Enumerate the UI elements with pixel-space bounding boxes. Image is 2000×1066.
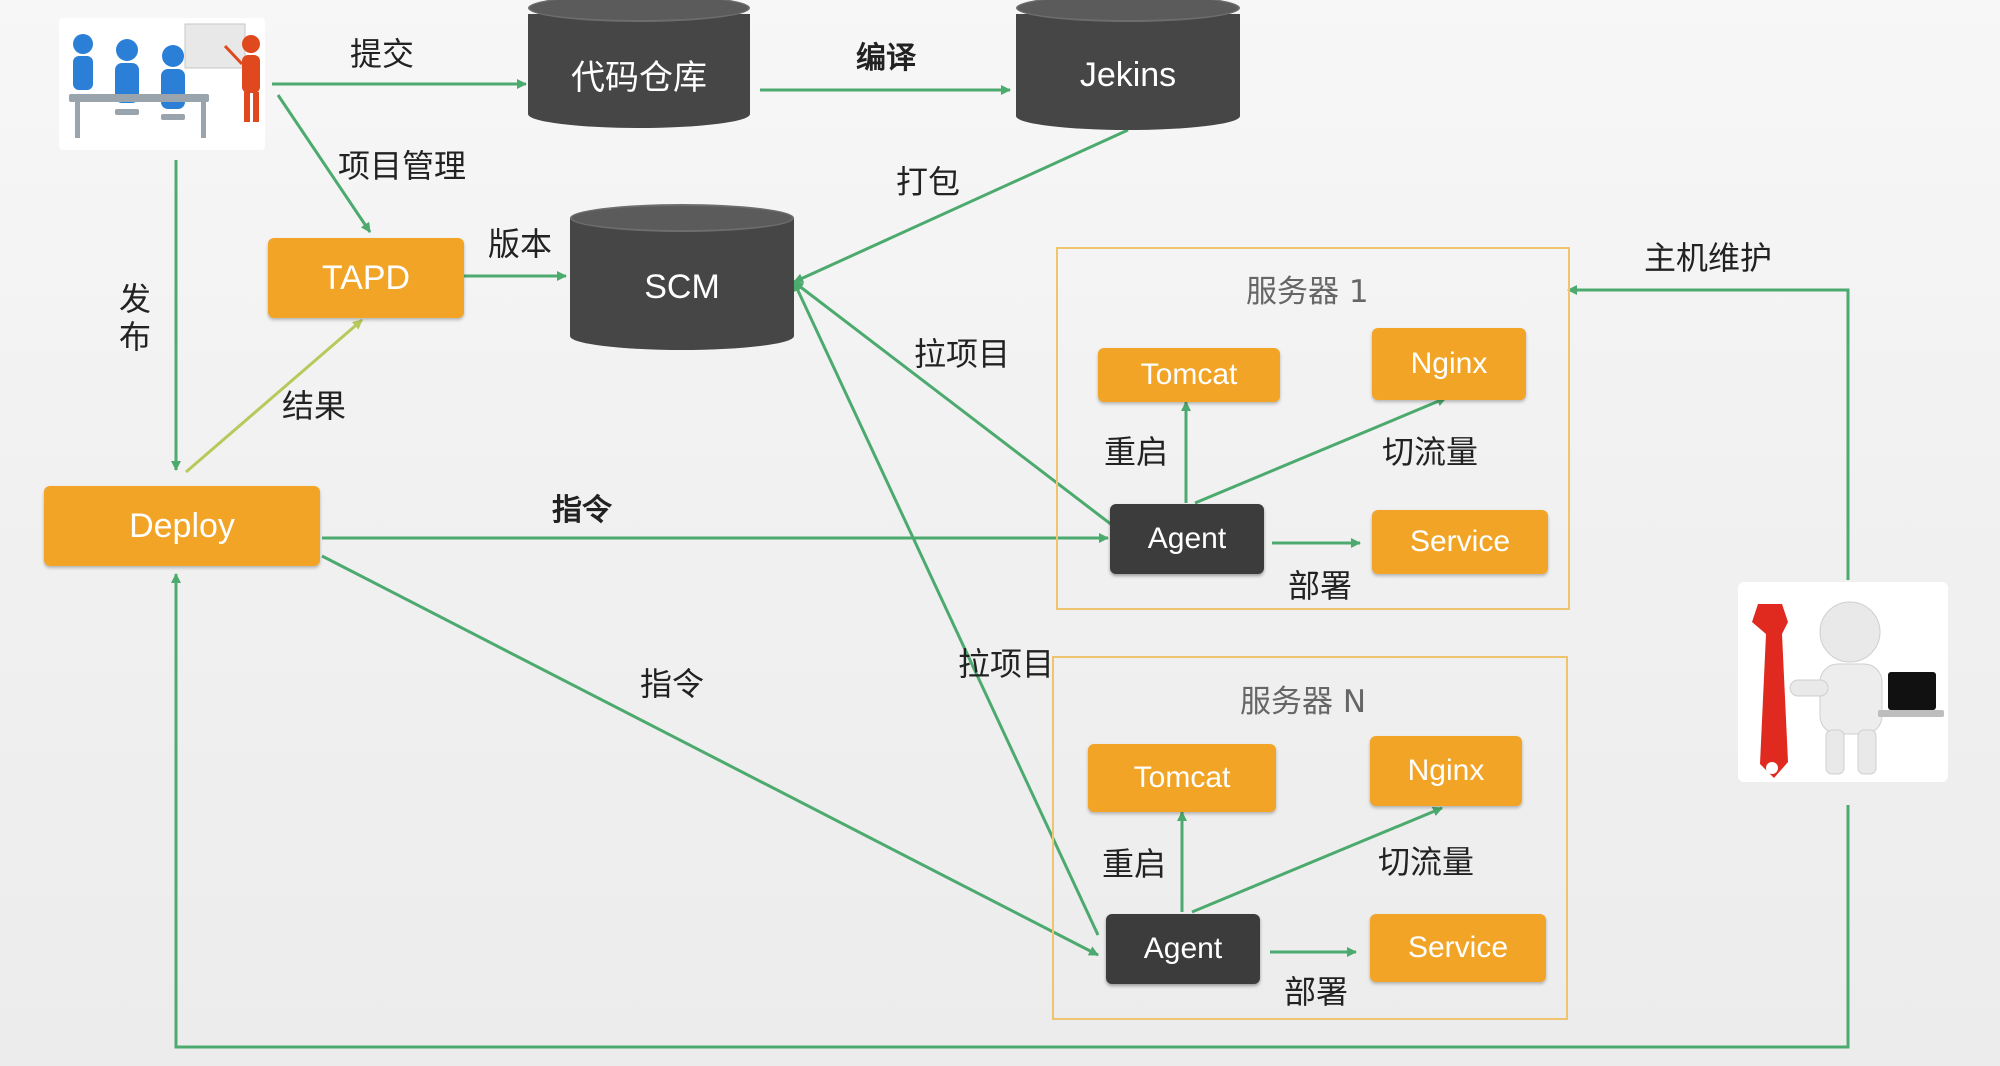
server-1-service: Service (1372, 510, 1548, 574)
maintenance-robot-icon (1738, 582, 1948, 782)
package-label: 打包 (896, 163, 961, 201)
command-label-1: 指令 (552, 493, 612, 528)
publish-label: 发布 (118, 280, 151, 356)
server-1-switch-label: 切流量 (1382, 433, 1479, 471)
server-1-deploy-label: 部署 (1288, 567, 1353, 605)
edge-pull1 (793, 280, 1113, 527)
server-n-nginx: Nginx (1370, 736, 1522, 806)
server-1-restart-label: 重启 (1104, 433, 1169, 471)
repo-cylinder: 代码仓库 (528, 0, 750, 128)
pull-label-2: 拉项目 (958, 645, 1055, 683)
edge-feedback-loop (171, 573, 1850, 1049)
version-label: 版本 (488, 225, 553, 263)
server-n-agent: Agent (1106, 914, 1260, 984)
compile-label: 编译 (856, 41, 916, 76)
sn-edge-switch (1191, 806, 1443, 914)
tapd-box: TAPD (268, 238, 464, 318)
server-1-title: 服务器 1 (1246, 274, 1369, 310)
pull-label-1: 拉项目 (914, 335, 1011, 373)
server-n-frame (1052, 656, 1568, 1020)
s1-edge-switch (1194, 396, 1447, 505)
jenkins-cylinder: Jekins (1016, 0, 1240, 130)
server-1-frame (1056, 247, 1570, 610)
scm-label: SCM (644, 267, 720, 306)
server-1-nginx: Nginx (1372, 328, 1526, 400)
server-n-deploy-label: 部署 (1284, 973, 1349, 1011)
server-1-tomcat: Tomcat (1098, 348, 1280, 402)
server-n-service: Service (1370, 914, 1546, 982)
project-mgmt-label: 项目管理 (338, 147, 467, 185)
team-meeting-icon (59, 18, 265, 150)
edge-project-mgmt (276, 94, 372, 233)
server-n-title: 服务器 N (1240, 684, 1367, 720)
deploy-box: Deploy (44, 486, 320, 566)
scm-cylinder: SCM (570, 204, 794, 350)
submit-label: 提交 (350, 35, 415, 73)
server-n-switch-label: 切流量 (1378, 843, 1475, 881)
edge-command2 (321, 554, 1099, 957)
edge-pull2 (792, 281, 1100, 936)
edge-package (793, 128, 1129, 284)
host-maint-label: 主机维护 (1644, 239, 1773, 277)
command-label-2: 指令 (640, 665, 705, 703)
repo-label: 代码仓库 (571, 58, 707, 97)
edge-host-maint (1567, 285, 1850, 580)
server-n-tomcat: Tomcat (1088, 744, 1276, 812)
server-1-agent: Agent (1110, 504, 1264, 574)
edge-result (185, 318, 363, 474)
jenkins-label: Jekins (1079, 55, 1177, 94)
result-label: 结果 (282, 387, 347, 425)
server-n-restart-label: 重启 (1102, 845, 1167, 883)
